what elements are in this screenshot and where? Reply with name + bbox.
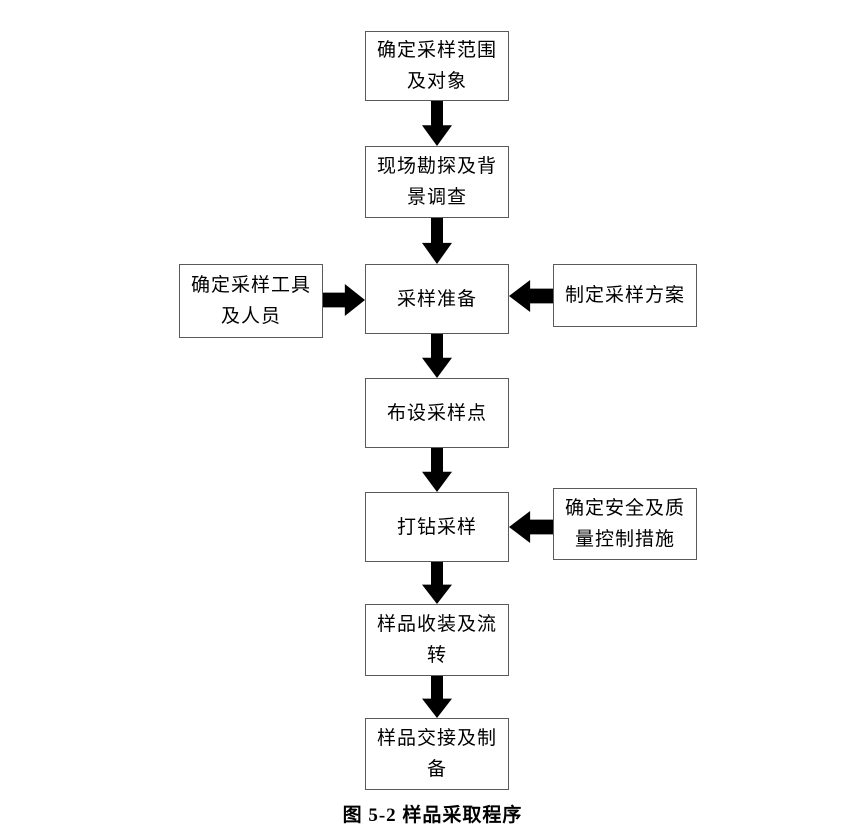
process-node-label: 样品收装及流 转 [376,614,497,666]
arrow-left-icon [509,511,553,543]
process-node-label: 确定安全及质 量控制措施 [564,498,685,550]
arrow-down-icon [422,448,452,492]
process-node-label: 布设采样点 [386,402,487,424]
process-node-layout: 布设采样点 [365,378,509,448]
arrow-down-icon [422,334,452,378]
process-node-drill: 打钻采样 [365,492,509,562]
arrow-left-icon [509,280,553,312]
process-node-prepare: 采样准备 [365,264,509,334]
process-node-plan: 制定采样方案 [553,264,697,327]
arrow-down-icon [422,218,452,264]
process-node-label: 制定采样方案 [564,285,685,306]
process-node-scope: 确定采样范围 及对象 [365,31,509,101]
process-node-label: 确定采样范围 及对象 [376,40,497,92]
arrow-right-icon [323,284,365,316]
figure-caption: 图 5-2 样品采取程序 [342,805,523,826]
process-node-safety: 确定安全及质 量控制措施 [553,488,697,560]
process-node-tools: 确定采样工具 及人员 [179,264,323,338]
process-node-label: 采样准备 [396,288,477,310]
process-node-handover: 样品交接及制 备 [365,718,509,790]
process-node-label: 打钻采样 [396,516,477,538]
process-node-label: 确定采样工具 及人员 [190,275,311,327]
arrow-down-icon [422,676,452,718]
process-node-label: 现场勘探及背 景调查 [376,156,497,208]
arrow-down-icon [422,562,452,604]
arrow-down-icon [422,101,452,146]
process-node-survey: 现场勘探及背 景调查 [365,146,509,218]
process-node-packing: 样品收装及流 转 [365,604,509,676]
process-node-label: 样品交接及制 备 [376,728,497,780]
